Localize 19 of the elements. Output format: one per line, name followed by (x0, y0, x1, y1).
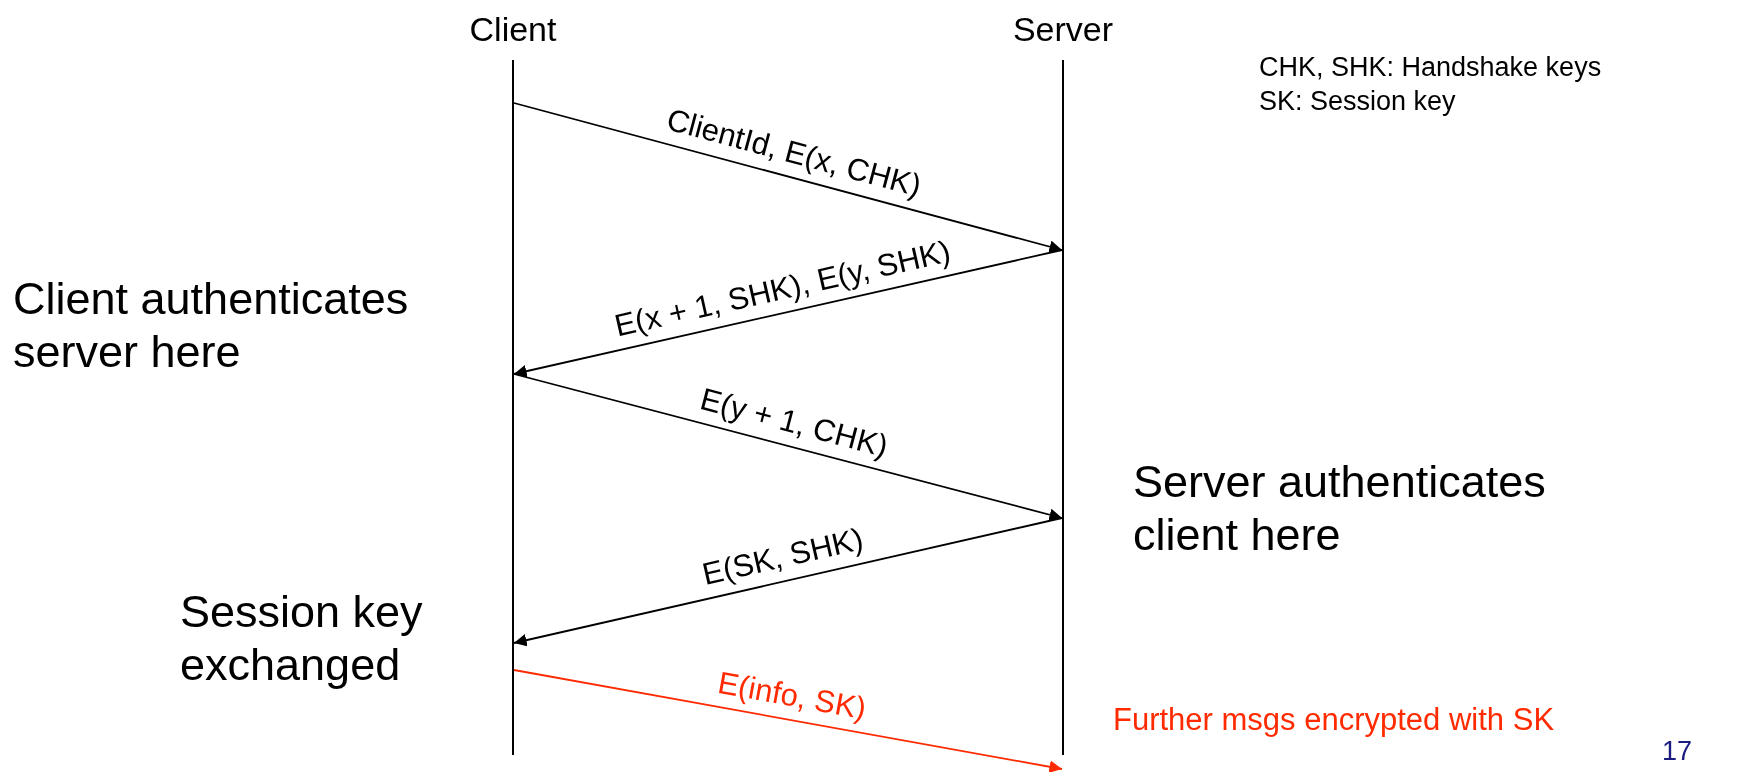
page-number: 17 (1662, 736, 1693, 768)
legend-note: SK: Session key (1259, 86, 1456, 118)
message-label: E(x + 1, SHK), E(y, SHK) (611, 234, 954, 343)
message-arrow (513, 249, 1063, 378)
message-label: E(y + 1, CHK) (696, 381, 892, 464)
message-label: E(info, SK) (715, 665, 869, 726)
participant-name: Server (1011, 10, 1115, 48)
message-arrow (513, 669, 1063, 772)
message-label: E(SK, SHK) (698, 522, 867, 592)
message-arrow (513, 102, 1063, 253)
annotation-text: Further msgs encrypted with SK (1113, 702, 1555, 739)
message-arrow (513, 373, 1063, 521)
legend-note: CHK, SHK: Handshake keys (1259, 52, 1602, 84)
annotation-text: Session key exchanged (180, 585, 424, 692)
message-label: ClientId, E(x, CHK) (663, 102, 925, 204)
message-arrow (513, 517, 1063, 647)
annotation-text: Client authenticates server here (13, 272, 410, 379)
participant-name: Client (468, 10, 558, 48)
annotation-text: Server authenticates client here (1133, 455, 1547, 562)
